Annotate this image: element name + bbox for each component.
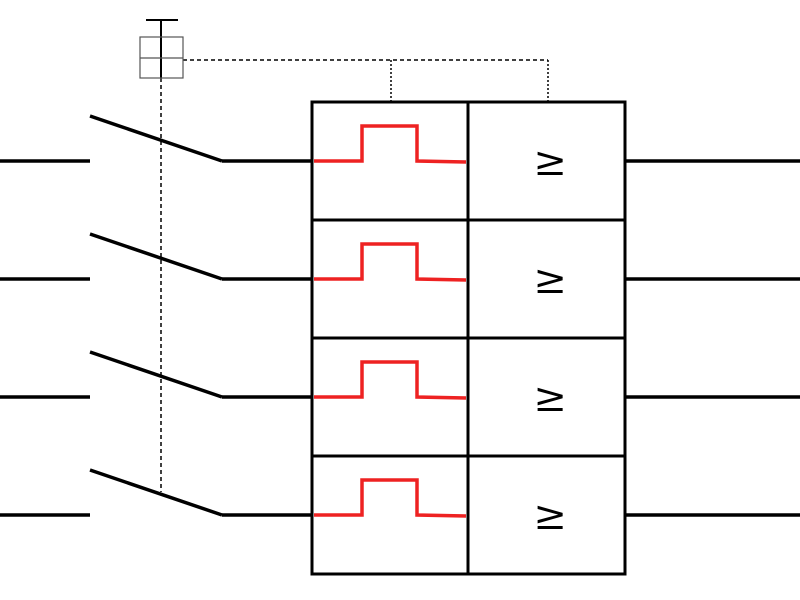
thermal-pulse-symbol [314, 242, 467, 282]
pole-row: ≥ [0, 336, 800, 421]
pole-row: ≥ [0, 218, 800, 303]
magnetic-trip-symbol: ≥ [533, 493, 567, 539]
thermal-pulse-symbol [314, 478, 467, 518]
magnetic-trip-symbol: ≥ [533, 139, 567, 185]
switch-contact [89, 232, 223, 281]
magnetic-trip-symbol: ≥ [533, 375, 567, 421]
switch-contact [89, 468, 223, 517]
switch-contact [89, 114, 223, 163]
manual-operator-icon [139, 19, 184, 79]
thermal-pulse-symbol [314, 360, 467, 400]
poles-group: ≥ ≥ ≥ ≥ [0, 114, 800, 539]
mechanical-link-group [160, 59, 549, 492]
pole-row: ≥ [0, 114, 800, 185]
magnetic-trip-symbol: ≥ [533, 257, 567, 303]
switch-contact [89, 350, 223, 399]
thermal-pulse-symbol [314, 124, 467, 164]
